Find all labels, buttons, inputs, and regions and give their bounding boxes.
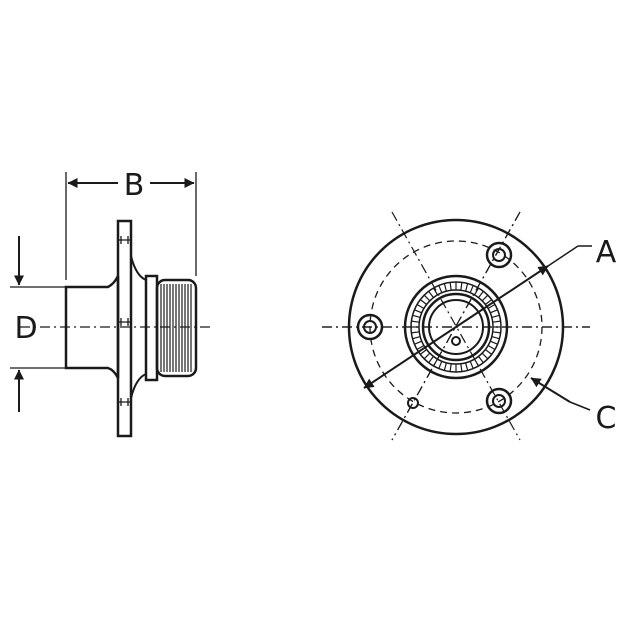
a-leader: [547, 245, 579, 267]
a-arrow-upper: [455, 265, 549, 328]
mounting-hole-bottom: [485, 387, 513, 415]
c-leader-shelf: [569, 401, 591, 411]
label-a: A: [596, 235, 617, 270]
hub-knurl-inner: [418, 289, 494, 365]
a-arrow-lower: [363, 326, 457, 389]
label-c: C: [596, 401, 617, 436]
label-d: D: [14, 311, 37, 346]
hub-bore-rim: [421, 292, 491, 362]
mounting-hole-left: [356, 313, 384, 341]
hub-bore: [428, 299, 484, 355]
hub-center-hole: [451, 336, 461, 346]
flange-fillet: [130, 255, 147, 399]
c-arrow: [530, 377, 571, 403]
knurled-nut: [144, 274, 159, 382]
flange-screws: [118, 236, 131, 406]
small-hole: [407, 397, 419, 409]
knurled-ring: [155, 278, 198, 378]
front-view: A C: [322, 211, 617, 441]
tube-body: [64, 275, 120, 379]
hub-outer: [403, 274, 509, 380]
knurl-pattern: [160, 284, 192, 372]
label-b: B: [124, 168, 145, 203]
mounting-hole-top: [485, 241, 513, 269]
front-centerline-diagonal-2: [391, 211, 521, 441]
flange-plate: [116, 219, 133, 438]
side-view: B D: [10, 168, 212, 438]
hub-knurl-pattern: [411, 282, 501, 372]
